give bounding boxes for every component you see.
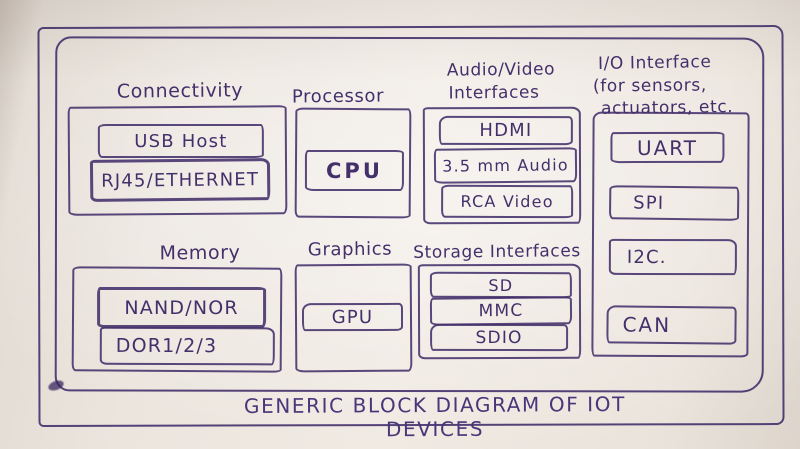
group-label-memory: Memory bbox=[159, 241, 241, 265]
block-mmc: MMC bbox=[429, 296, 573, 326]
group-label-audio-video: Audio/Video bbox=[446, 59, 556, 81]
block-cpu: CPU bbox=[304, 150, 404, 192]
group-label-storage: Storage Interfaces bbox=[413, 241, 581, 263]
group-sublabel-audio-video: Interfaces bbox=[448, 82, 540, 104]
block-i2c: I2C. bbox=[608, 238, 737, 276]
block-35mm-audio: 3.5 mm Audio bbox=[433, 147, 578, 184]
block-usb-host: USB Host bbox=[97, 123, 264, 158]
block-sdio: SDIO bbox=[430, 323, 569, 352]
group-label-io-interface: I/O Interface bbox=[597, 52, 712, 74]
group-box-connectivity: USB Host RJ45/ETHERNET bbox=[67, 105, 288, 216]
group-box-memory: NAND/NOR DOR1/2/3 bbox=[71, 266, 283, 373]
group-sublabel-io-interface: (for sensors, bbox=[592, 75, 707, 97]
block-dor123: DOR1/2/3 bbox=[99, 326, 275, 366]
group-label-graphics: Graphics bbox=[307, 238, 393, 261]
block-gpu: GPU bbox=[301, 302, 404, 332]
block-can: CAN bbox=[606, 305, 737, 345]
group-label-connectivity: Connectivity bbox=[116, 79, 244, 103]
group-label-processor: Processor bbox=[291, 85, 385, 108]
group-box-storage: SD MMC SDIO bbox=[417, 263, 582, 360]
group-box-io-interface: UART SPI I2C. CAN bbox=[591, 111, 750, 358]
block-spi: SPI bbox=[608, 185, 740, 221]
block-hdmi: HDMI bbox=[438, 115, 573, 146]
block-nand-nor: NAND/NOR bbox=[97, 287, 267, 329]
block-rj45-ethernet: RJ45/ETHERNET bbox=[89, 158, 271, 202]
diagram-title: GENERIC BLOCK DIAGRAM OF IOT DEVICES bbox=[243, 392, 626, 442]
group-box-audio-video: HDMI 3.5 mm Audio RCA Video bbox=[422, 106, 582, 225]
block-sd: SD bbox=[429, 271, 572, 299]
group-box-processor: CPU bbox=[294, 107, 412, 219]
block-uart: UART bbox=[610, 131, 725, 164]
block-rca-video: RCA Video bbox=[441, 184, 574, 219]
group-box-graphics: GPU bbox=[294, 263, 413, 373]
